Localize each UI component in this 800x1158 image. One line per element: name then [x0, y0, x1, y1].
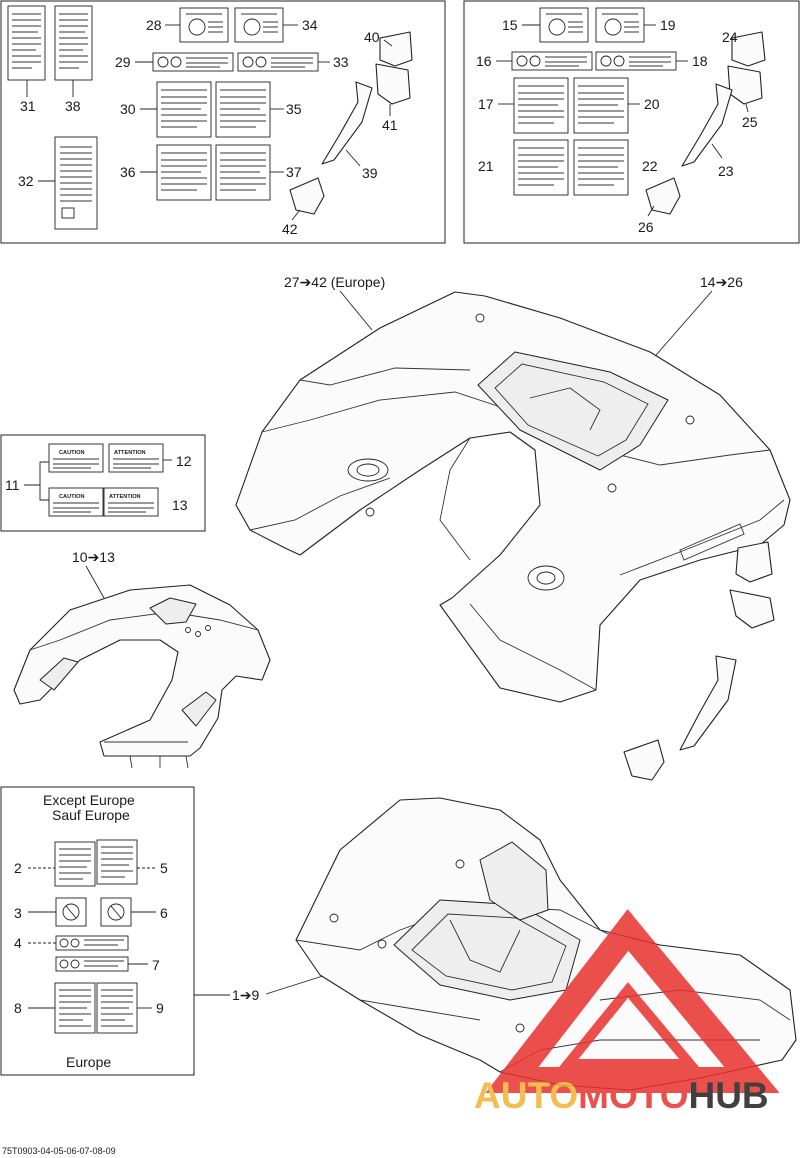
- heading-except-europe: Except Europe: [43, 792, 135, 808]
- callout-33: 33: [333, 54, 349, 70]
- callout-25: 25: [742, 114, 758, 130]
- callout-8: 8: [14, 1000, 22, 1016]
- decal-text-lines: [12, 13, 88, 69]
- callout-9: 9: [156, 1000, 164, 1016]
- part-39-strip: [321, 81, 373, 165]
- front-storage-tray: [393, 899, 581, 1001]
- rear-fender-assembly: 27➔42 (Europe) 14➔26: [235, 274, 791, 781]
- callout-4: 4: [14, 935, 22, 951]
- callout-10-13: 10➔13: [72, 549, 115, 565]
- callout-22: 22: [642, 158, 658, 174]
- part-25-mudflap: [727, 65, 763, 105]
- front-fender-vent: [149, 597, 197, 625]
- callout-11: 11: [5, 477, 20, 493]
- callout-20: 20: [644, 96, 660, 112]
- decal-31: [7, 5, 46, 81]
- part-26-guard: [645, 177, 681, 215]
- callout-30: 30: [120, 101, 136, 117]
- callout-7: 7: [152, 957, 160, 973]
- callout-31: 31: [20, 98, 36, 114]
- callout-40: 40: [364, 29, 380, 45]
- decal-text-lines: [60, 146, 92, 202]
- callout-15: 15: [502, 17, 518, 33]
- panel-frame: [0, 786, 195, 1076]
- watermark-triangle: [485, 909, 780, 1093]
- callout-3: 3: [14, 905, 22, 921]
- heading-sauf-europe: Sauf Europe: [52, 807, 130, 823]
- callout-32: 32: [18, 173, 34, 189]
- watermark-inner-triangle: [557, 982, 701, 1069]
- callout-42: 42: [282, 221, 298, 237]
- callout-1-9: 1➔9: [232, 987, 260, 1003]
- callout-27-42-europe: 27➔42 (Europe): [284, 274, 385, 290]
- callout-14-26: 14➔26: [700, 274, 743, 290]
- watermark-logo: AUTOMOTOHUB: [474, 909, 780, 1116]
- part-23-strip: [681, 83, 733, 167]
- panel-frame: [463, 0, 800, 244]
- callout-38: 38: [65, 98, 81, 114]
- decal-13-title: ATTENTION: [109, 494, 141, 500]
- watermark-text: AUTOMOTOHUB: [474, 1075, 769, 1116]
- callout-26: 26: [638, 219, 654, 235]
- callout-35: 35: [286, 101, 302, 117]
- callout-12: 12: [176, 453, 192, 469]
- part-41-mudflap: [375, 63, 411, 105]
- front-steering-housing: [479, 841, 549, 921]
- callout-2: 2: [14, 860, 22, 876]
- part-24-mudflap: [731, 31, 766, 67]
- front-fender-slot: [39, 657, 79, 691]
- decal-13: [103, 487, 159, 517]
- front-fender-assembly: 10➔13: [13, 549, 271, 769]
- part-42-guard: [289, 177, 325, 215]
- part-40-mudflap: [379, 31, 413, 67]
- callout-17: 17: [478, 96, 494, 112]
- warning-pictogram: [243, 18, 261, 36]
- panel-frame: [0, 0, 446, 244]
- rear-mudflap-upper: [735, 541, 773, 583]
- front-fender-slot: [181, 691, 217, 727]
- decal-panel-standard: 15 19 16 18 17 20 21 22 24 25 23: [463, 0, 800, 244]
- callout-16: 16: [476, 53, 492, 69]
- decal-panel-europe: 31 38 32 28 34 29 33: [0, 0, 446, 244]
- callout-5: 5: [160, 860, 168, 876]
- callout-41: 41: [382, 117, 398, 133]
- watermark-hub: HUB: [688, 1075, 768, 1116]
- decal-11-alt-title: CAUTION: [59, 494, 84, 500]
- callout-29: 29: [115, 54, 131, 70]
- decal-panel-regional: Except Europe Sauf Europe 2 5 3 6 4 7: [0, 786, 195, 1076]
- drawing-code: 75T0903-04-05-06-07-08-09: [2, 1146, 116, 1156]
- decal-12: [108, 443, 164, 473]
- warning-pictogram: [188, 18, 206, 36]
- front-body-assembly: 1➔9: [194, 797, 797, 1091]
- callout-19: 19: [660, 17, 676, 33]
- callout-13: 13: [172, 497, 188, 513]
- decal-11-alt: [48, 487, 104, 517]
- callout-24: 24: [722, 29, 738, 45]
- callout-18: 18: [692, 53, 708, 69]
- decal-32-symbol: [61, 207, 75, 219]
- decal-11-title: CAUTION: [59, 450, 84, 456]
- rear-guard: [623, 739, 665, 781]
- decal-11: [48, 443, 104, 473]
- callout-23: 23: [718, 163, 734, 179]
- heading-europe: Europe: [66, 1054, 111, 1070]
- decal-38: [54, 5, 93, 81]
- callout-21: 21: [478, 158, 494, 174]
- watermark-auto: AUTO: [474, 1075, 578, 1116]
- panel-frame: [0, 434, 206, 532]
- callout-36: 36: [120, 164, 136, 180]
- rear-storage-compartment: [477, 351, 669, 471]
- watermark-moto: MOTO: [578, 1075, 688, 1116]
- callout-39: 39: [362, 165, 378, 181]
- rear-step-strip: [679, 655, 737, 751]
- callout-34: 34: [302, 17, 318, 33]
- callout-28: 28: [146, 17, 162, 33]
- rear-mudflap-lower: [729, 589, 775, 629]
- callout-37: 37: [286, 164, 302, 180]
- callout-6: 6: [160, 905, 168, 921]
- decal-panel-caution: CAUTION ATTENTION CAUTION ATTENTION 11 1…: [0, 434, 206, 532]
- decal-12-title: ATTENTION: [114, 450, 146, 456]
